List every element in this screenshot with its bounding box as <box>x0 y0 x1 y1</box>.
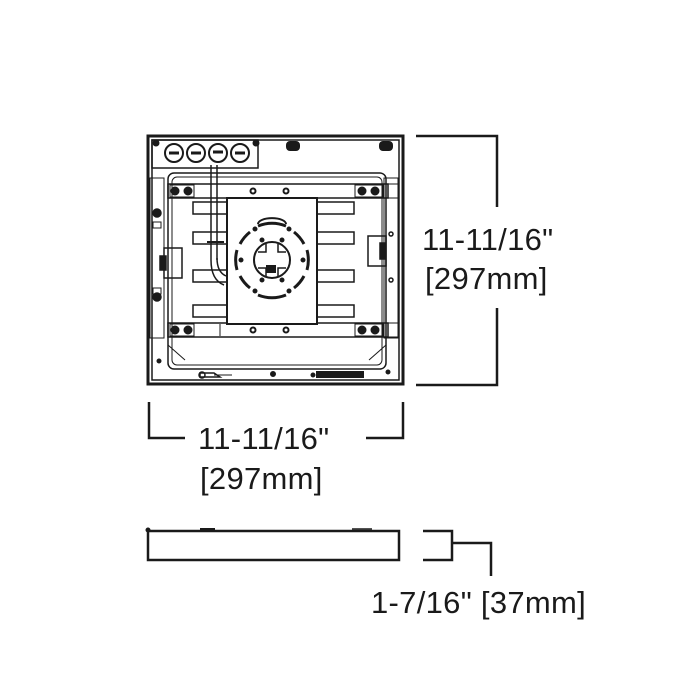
height-dimension-line <box>416 134 499 387</box>
bottom-bracket <box>167 322 389 338</box>
terminal-block <box>151 139 260 169</box>
depth-dimension-label: 1-7/16" [37mm] <box>371 585 587 620</box>
mounting-plate <box>226 197 318 325</box>
side-clips <box>149 177 399 339</box>
depth-dimension-line <box>423 529 493 576</box>
width-dimension-imperial: 11-11/16" <box>198 421 330 456</box>
width-dimension-line <box>147 402 405 440</box>
top-bracket <box>167 183 389 199</box>
top-view <box>146 134 405 386</box>
width-dimension-metric: [297mm] <box>200 461 323 496</box>
side-view <box>145 527 401 562</box>
height-dimension-metric: [297mm] <box>425 261 548 296</box>
height-dimension-imperial: 11-11/16" <box>422 222 554 257</box>
